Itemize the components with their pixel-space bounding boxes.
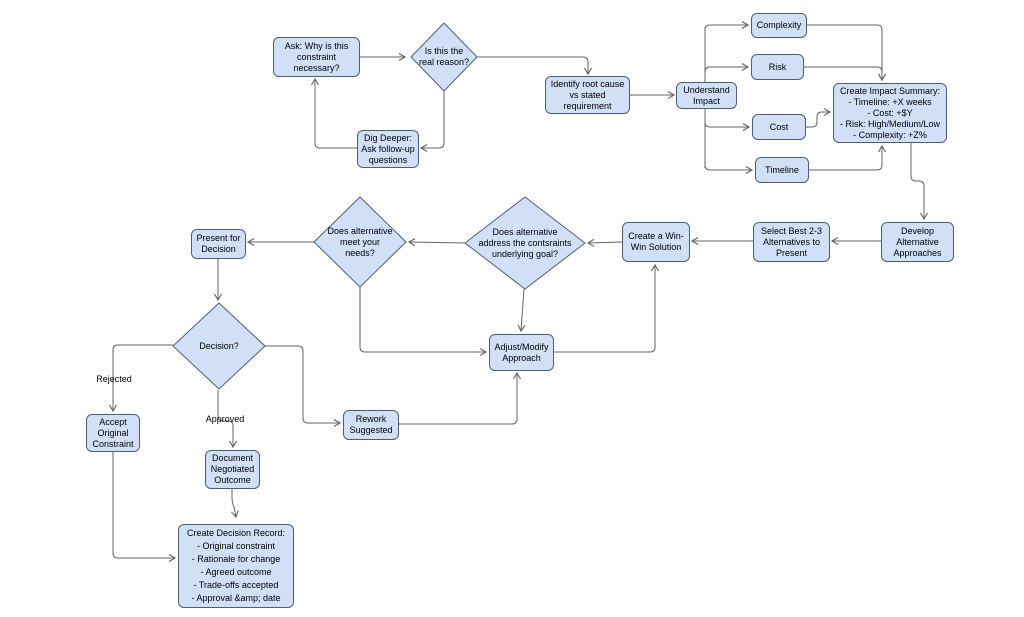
- node-impact-summary: Create Impact Summary: - Timeline: +X we…: [833, 83, 947, 143]
- node-present-for-decision: Present for Decision: [191, 229, 246, 259]
- edge-understand-to-cost: [704, 121, 751, 131]
- decision-diamond-shape: [172, 302, 266, 390]
- node-rework-suggested: Rework Suggested: [343, 410, 399, 440]
- edge-risk-to-summary: [803, 66, 886, 82]
- edge-reason-to-dig: [419, 91, 445, 152]
- edge-dig-to-ask: [311, 77, 357, 149]
- edge-addr-to-meet: [407, 238, 466, 247]
- edge-adjust-to-winwin: [554, 263, 659, 353]
- edge-decision-to-accept: [109, 344, 173, 413]
- edge-decision-to-rework: [265, 345, 342, 427]
- edge-decision-to-document: [217, 390, 237, 449]
- edge-understand-to-complexity: [704, 21, 750, 31]
- node-select-best-alternatives: Select Best 2-3 Alternatives to Present: [753, 222, 830, 262]
- edge-rework-to-adjust: [398, 371, 521, 425]
- edge-meet-to-adjust: [359, 287, 488, 356]
- node-dig-deeper: Dig Deeper: Ask follow-up questions: [357, 130, 419, 168]
- node-document-outcome: Document Negotiated Outcome: [205, 450, 260, 489]
- edge-accept-to-record: [112, 452, 177, 562]
- node-accept-original-constraint: Accept Original Constraint: [86, 414, 140, 452]
- edge-document-to-record: [230, 489, 239, 519]
- node-cost: Cost: [752, 114, 806, 140]
- edge-complexity-to-summary: [806, 24, 886, 82]
- edge-cost-to-summary: [806, 108, 832, 128]
- node-timeline: Timeline: [755, 157, 809, 183]
- node-adjust-modify: Adjust/Modify Approach: [489, 334, 554, 371]
- node-risk: Risk: [751, 54, 804, 80]
- edge-label-approved: Approved: [205, 414, 245, 424]
- edge-timeline-to-summary: [808, 144, 886, 171]
- node-decision-record: Create Decision Record: - Original const…: [178, 524, 294, 608]
- real-reason-diamond-shape: [410, 22, 478, 92]
- node-win-win-solution: Create a Win- Win Solution: [622, 222, 690, 262]
- edge-reason-to-identify: [477, 56, 592, 76]
- edge-summary-to-develop: [910, 143, 928, 221]
- node-understand-impact: Understand Impact: [676, 82, 737, 109]
- edge-understand-to-timeline: [704, 164, 754, 174]
- addr-goal-diamond-shape: [464, 196, 586, 290]
- edge-addr-to-adjust: [517, 288, 526, 333]
- edge-understand-to-risk: [704, 63, 750, 73]
- node-ask-why: Ask: Why is this constraint necessary?: [273, 37, 360, 77]
- node-identify-root-cause: Identify root cause vs stated requiremen…: [545, 76, 630, 114]
- edge-winwin-to-addr: [586, 238, 623, 247]
- node-develop-alternatives: Develop Alternative Approaches: [881, 222, 954, 262]
- edge-label-rejected: Rejected: [96, 374, 132, 384]
- meet-needs-diamond-shape: [313, 196, 407, 288]
- node-complexity: Complexity: [751, 13, 807, 38]
